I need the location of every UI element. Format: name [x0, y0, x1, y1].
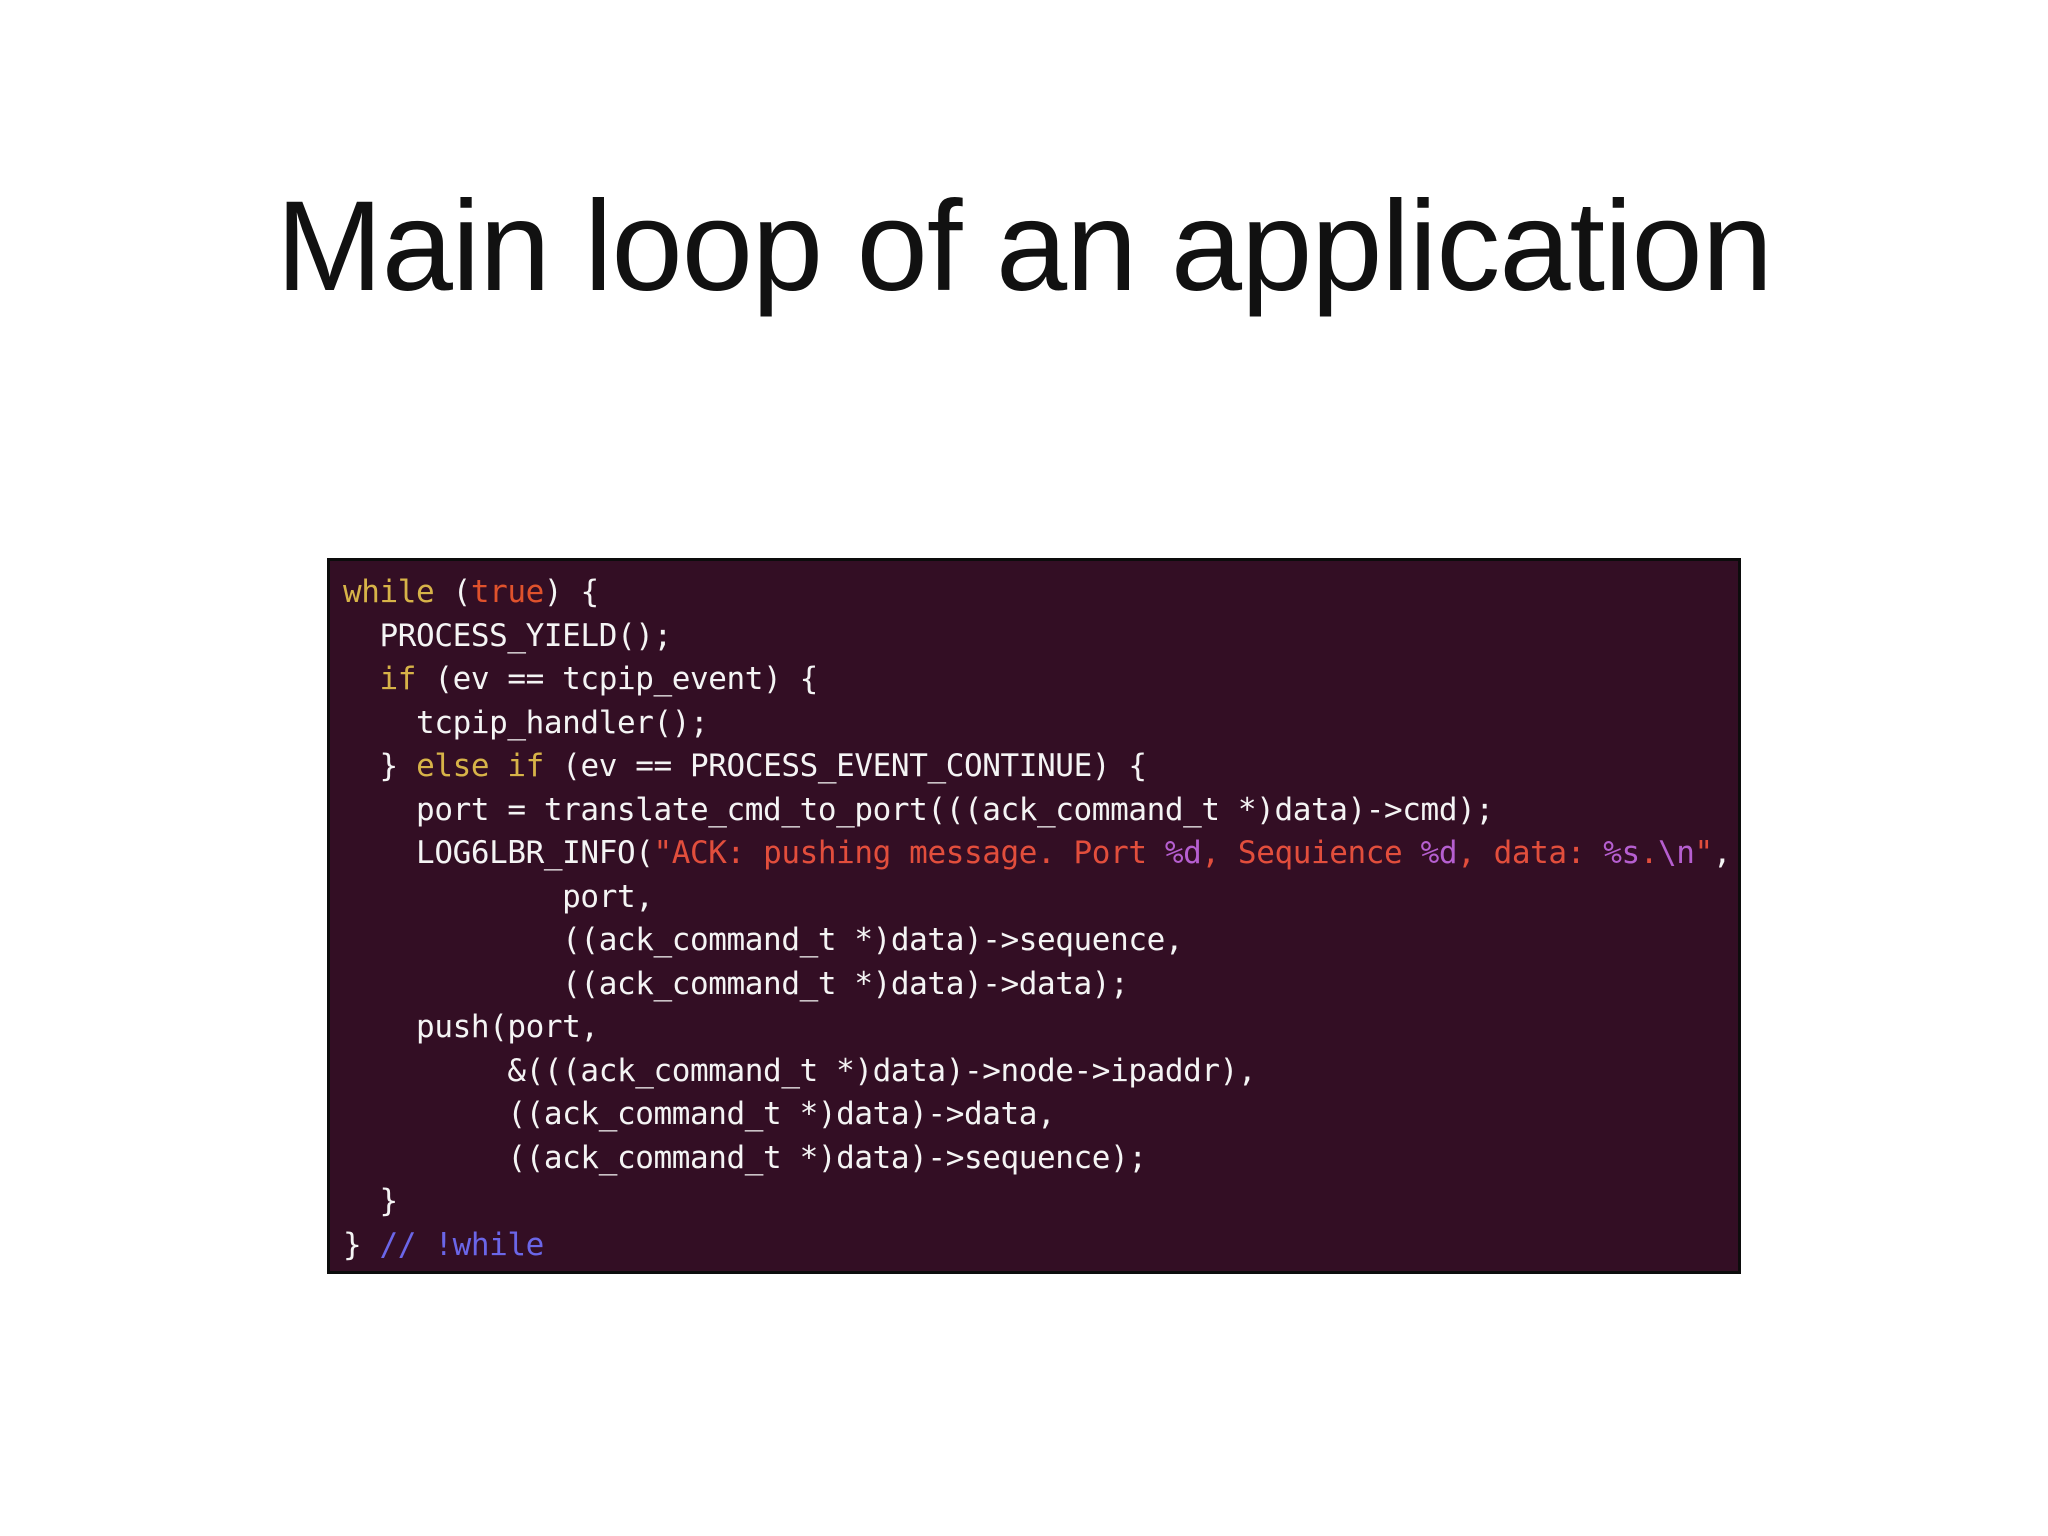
code-token-plain: ((ack_command_t *)data)->data);: [343, 965, 1129, 1002]
code-token-plain: (: [434, 574, 472, 610]
code-token-plain: ((ack_command_t *)data)->data,: [343, 1096, 1056, 1132]
code-line: port = translate_cmd_to_port(((ack_comma…: [343, 789, 1731, 833]
code-token-string: , Sequience: [1201, 835, 1421, 871]
code-token-format: %s: [1603, 835, 1640, 871]
code-line: tcpip_handler();: [343, 702, 1731, 746]
code-token-plain: ((ack_command_t *)data)->sequence,: [343, 922, 1184, 958]
code-screenshot: while (true) { PROCESS_YIELD(); if (ev =…: [327, 558, 1741, 1274]
code-token-plain: ((ack_command_t *)data)->sequence);: [343, 1139, 1147, 1176]
code-token-string: "ACK: pushing message. Port: [653, 835, 1165, 871]
code-token-plain: (ev == PROCESS_EVENT_CONTINUE) {: [543, 748, 1147, 784]
code-token-string: , data:: [1457, 835, 1604, 871]
code-token-format: %d: [1164, 835, 1202, 871]
slide-title: Main loop of an application: [276, 175, 1773, 318]
code-token-keyword: while: [343, 574, 435, 610]
code-token-comment: // !while: [379, 1226, 545, 1263]
code-token-plain: }: [343, 748, 417, 784]
code-line: port,: [343, 876, 1731, 920]
code-token-keyword: else if: [416, 748, 544, 784]
code-token-plain: ,: [1712, 835, 1732, 871]
code-token-string: ": [1694, 835, 1714, 871]
code-line: if (ev == tcpip_event) {: [343, 658, 1731, 702]
code-token-plain: port,: [343, 878, 654, 915]
code-token-plain: ) {: [543, 574, 599, 610]
code-line: PROCESS_YIELD();: [343, 615, 1731, 659]
code-line: }: [343, 1180, 1731, 1224]
code-token-plain: }: [343, 1226, 380, 1263]
code-token-format: %d: [1420, 835, 1458, 871]
code-token-plain: tcpip_handler();: [343, 704, 709, 741]
code-token-plain: PROCESS_YIELD();: [343, 617, 673, 654]
code-line: push(port,: [343, 1006, 1731, 1050]
code-token-plain: push(port,: [343, 1009, 599, 1045]
code-line: } else if (ev == PROCESS_EVENT_CONTINUE)…: [343, 745, 1731, 789]
code-line: &(((ack_command_t *)data)->node->ipaddr)…: [343, 1050, 1731, 1094]
code-token-format: \n: [1658, 835, 1695, 871]
code-line: ((ack_command_t *)data)->data);: [343, 963, 1731, 1007]
code-token-plain: &(((ack_command_t *)data)->node->ipaddr)…: [343, 1052, 1257, 1089]
code-line: ((ack_command_t *)data)->sequence,: [343, 919, 1731, 963]
code-token-keyword: if: [379, 661, 417, 697]
code-line: ((ack_command_t *)data)->sequence);: [343, 1137, 1731, 1181]
code-line: ((ack_command_t *)data)->data,: [343, 1093, 1731, 1137]
code-token-plain: [343, 661, 380, 697]
code-token-plain: }: [343, 1183, 399, 1219]
code-token-plain: (ev == tcpip_event) {: [416, 661, 818, 697]
code-token-plain: LOG6LBR_INFO(: [343, 835, 654, 871]
code-token-plain: port = translate_cmd_to_port(((ack_comma…: [343, 791, 1494, 828]
code-token-literal: true: [470, 574, 544, 610]
code-line: while (true) {: [343, 571, 1731, 615]
code-line: } // !while: [343, 1224, 1731, 1268]
code-token-string: .: [1639, 835, 1659, 871]
code-line: LOG6LBR_INFO("ACK: pushing message. Port…: [343, 832, 1731, 876]
code-block: while (true) { PROCESS_YIELD(); if (ev =…: [343, 571, 1731, 1267]
